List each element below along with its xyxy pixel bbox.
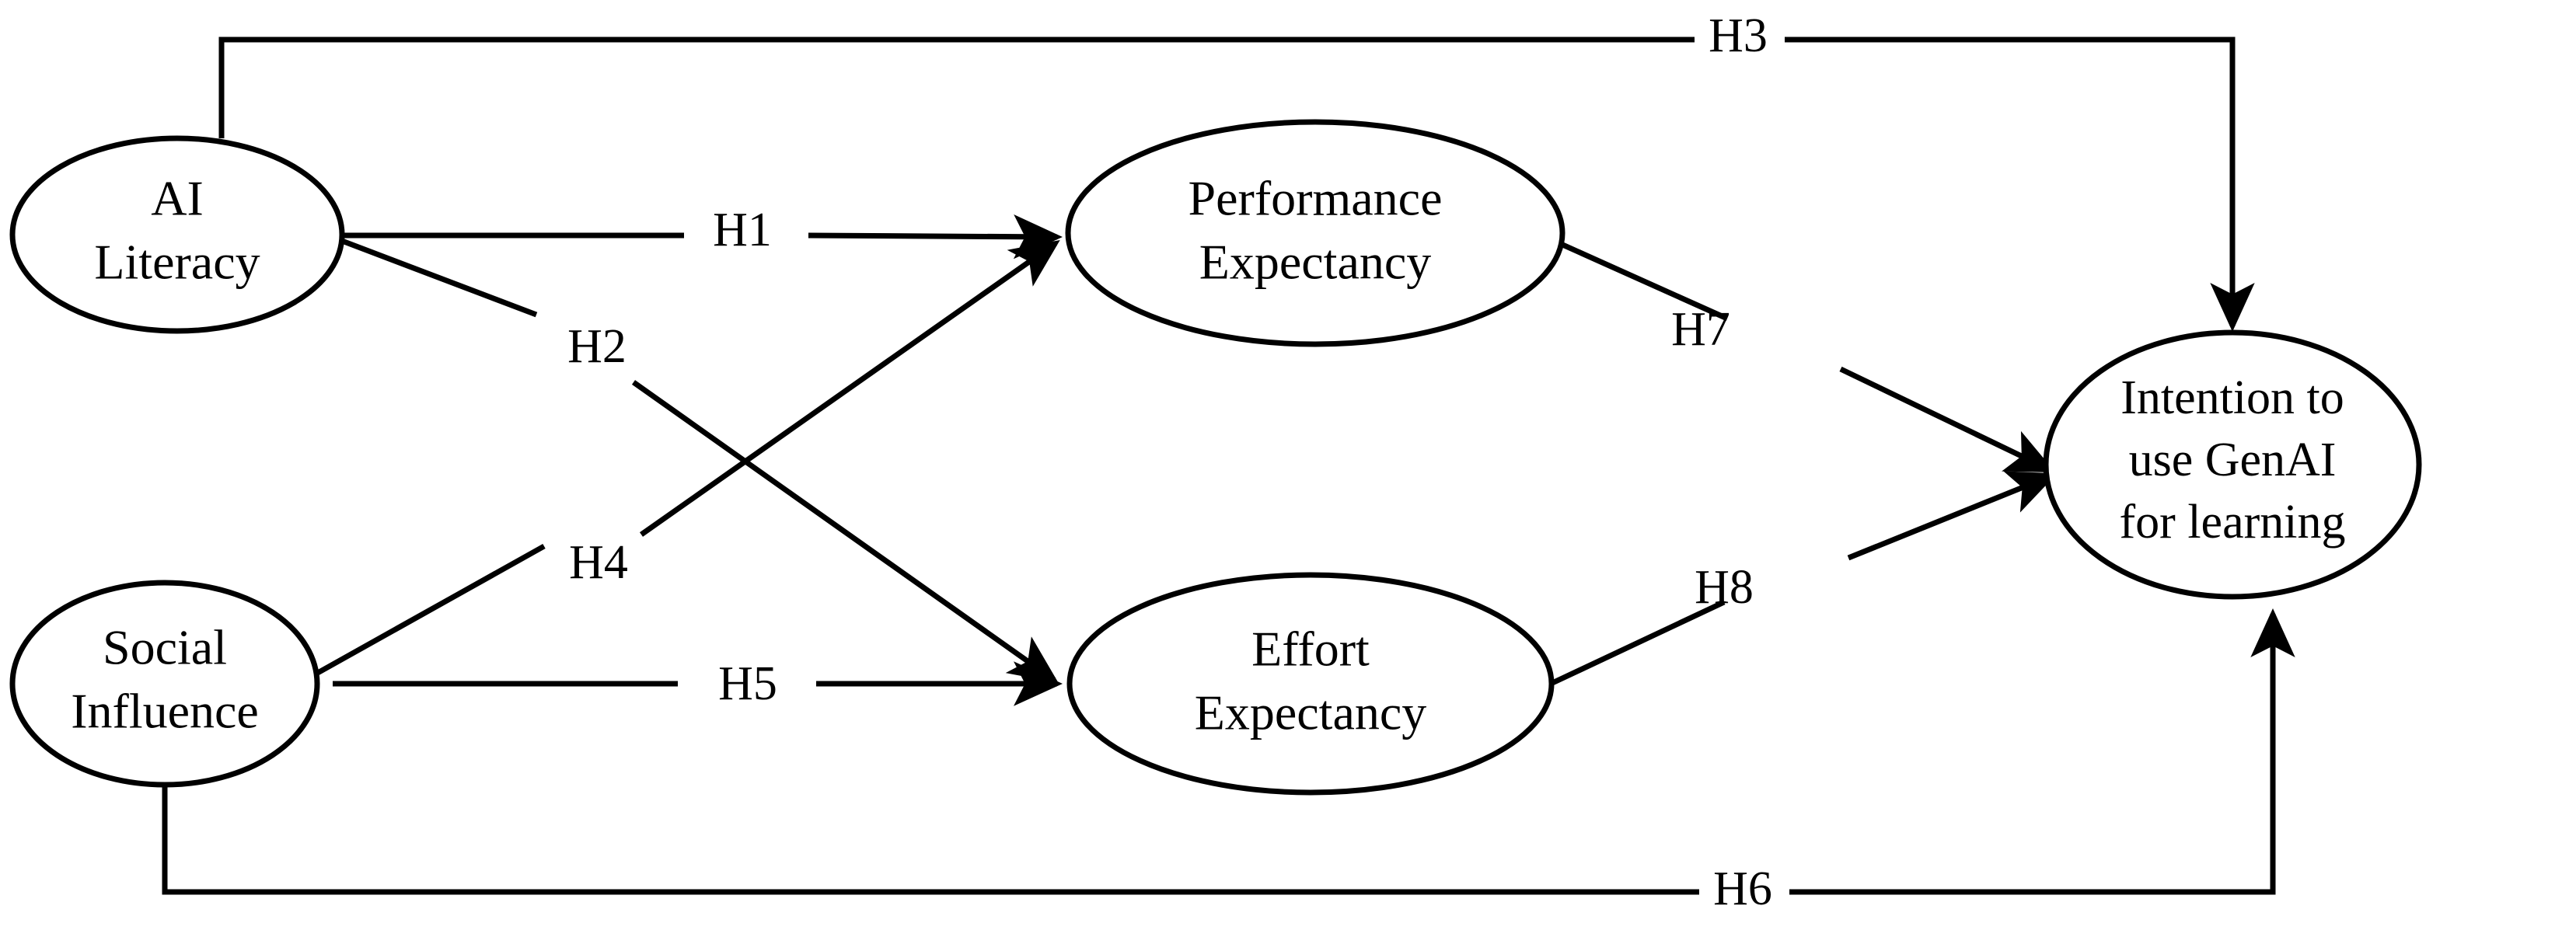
node-performance-expectancy[interactable]: Performance Expectancy: [1065, 119, 1565, 347]
path-h6-segment-left: [162, 783, 1699, 895]
hypothesis-label-h2: H2: [567, 320, 627, 373]
path-h3-segment-left: [218, 37, 1695, 138]
path-h2-segment-upper: [340, 238, 538, 318]
hypothesis-label-h1: H1: [713, 204, 772, 256]
ai-literacy-label-line1: AI: [151, 171, 204, 226]
effort-expectancy-label-line2: Expectancy: [1195, 685, 1427, 740]
path-h6-segment-right: [1789, 608, 2295, 895]
node-ai-literacy[interactable]: AI Literacy: [9, 135, 345, 334]
node-intention-to-use-genai[interactable]: Intention to use GenAI for learning: [2043, 329, 2422, 600]
path-h7: [1544, 234, 2056, 473]
hypothesis-label-h4: H4: [569, 536, 628, 589]
path-h1-segment-right: [808, 214, 1063, 260]
performance-expectancy-label-line2: Expectancy: [1199, 235, 1432, 290]
path-h3-segment-right: [1785, 37, 2255, 332]
node-effort-expectancy[interactable]: Effort Expectancy: [1066, 572, 1555, 796]
hypothesis-label-h8: H8: [1695, 561, 1754, 614]
social-influence-label-line1: Social: [103, 620, 227, 675]
social-influence-ellipse[interactable]: [9, 580, 320, 788]
path-h6: [162, 608, 2295, 895]
intention-label-line1: Intention to: [2120, 371, 2344, 424]
node-social-influence[interactable]: Social Influence: [9, 580, 320, 788]
intention-to-use-genai-ellipse[interactable]: [2043, 329, 2422, 600]
path-h7-segment-upper: [1544, 234, 1729, 322]
social-influence-label-line2: Influence: [71, 684, 259, 739]
intention-label-line3: for learning: [2120, 496, 2346, 549]
hypothesis-label-h5: H5: [718, 657, 777, 710]
path-h7-segment-lower: [1839, 366, 2056, 473]
path-h3: [218, 37, 2255, 332]
path-h8-segment-upper: [1847, 471, 2058, 561]
path-h4-segment-upper: [639, 239, 1060, 537]
path-h8: [1549, 471, 2058, 687]
ai-literacy-label-line2: Literacy: [94, 235, 260, 290]
performance-expectancy-ellipse[interactable]: [1065, 119, 1565, 347]
hypothesis-label-h6: H6: [1713, 862, 1772, 915]
path-h2-segment-lower: [631, 380, 1059, 684]
path-h1: [340, 214, 1063, 260]
hypothesis-label-h3: H3: [1709, 9, 1768, 62]
path-h4: [308, 239, 1060, 681]
effort-expectancy-ellipse[interactable]: [1066, 572, 1555, 796]
performance-expectancy-label-line1: Performance: [1189, 171, 1443, 226]
path-h4-segment-lower: [308, 543, 546, 681]
ai-literacy-ellipse[interactable]: [9, 135, 345, 334]
intention-label-line2: use GenAI: [2129, 434, 2337, 486]
effort-expectancy-label-line1: Effort: [1251, 622, 1370, 677]
path-h8-segment-lower: [1549, 599, 1726, 687]
path-h2: [340, 238, 1059, 684]
hypothesis-label-h7: H7: [1671, 303, 1730, 356]
